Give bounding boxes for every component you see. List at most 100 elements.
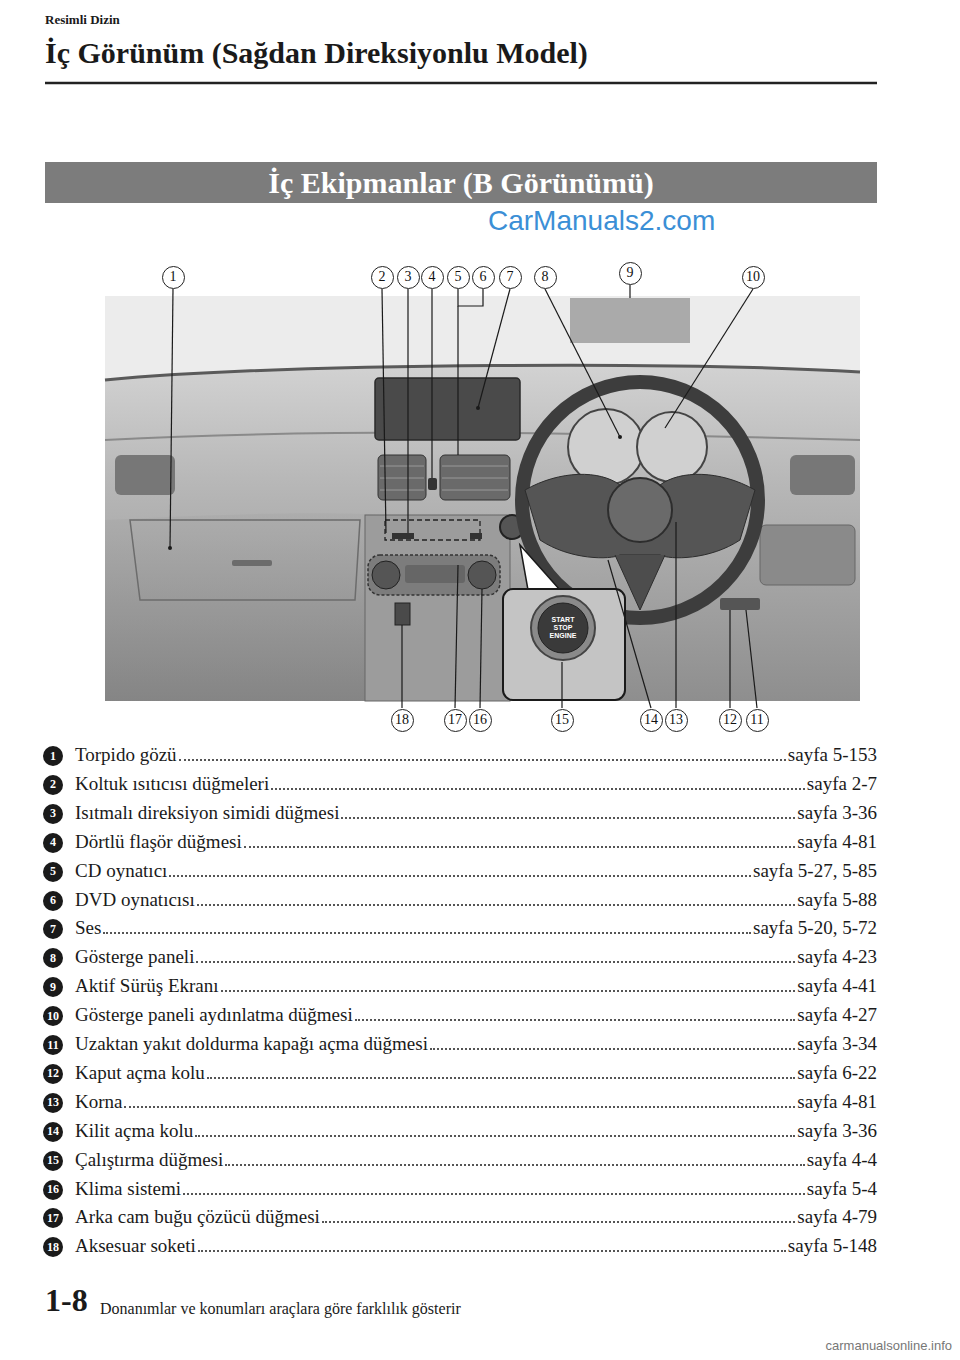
index-row: Kornasayfa 4-81: [75, 1090, 877, 1114]
item-name: Koltuk ısıtıcısı düğmeleri: [75, 772, 269, 796]
list-number: 9: [43, 977, 63, 997]
page-ref: sayfa 4-81: [797, 830, 877, 854]
callout-text: 12: [723, 712, 737, 728]
wheel-spokes: [525, 474, 755, 557]
index-row: Klima sistemisayfa 5-4: [75, 1177, 877, 1201]
index-row: Gösterge paneli sayfa 4-23: [75, 945, 877, 969]
vent: [790, 455, 855, 495]
page-ref: sayfa 3-36: [797, 801, 877, 825]
callout-text: 17: [448, 712, 462, 728]
head-up-display-area: [570, 298, 690, 343]
callout-number: 4: [421, 266, 444, 289]
list-number-text: 12: [47, 1066, 59, 1081]
page-ref: sayfa 4-23: [797, 945, 877, 969]
callout-number: 12: [719, 709, 742, 732]
page-ref: sayfa 5-88: [797, 888, 877, 912]
center-console: [365, 515, 510, 701]
leader-lines: [170, 285, 757, 708]
page-ref: sayfa 4-79: [797, 1205, 877, 1229]
callout-number: 17: [444, 709, 467, 732]
dot-leader: [124, 1105, 795, 1108]
glove-box: [130, 520, 360, 600]
wheel-hub: [608, 478, 672, 542]
list-number: 2: [43, 775, 63, 795]
list-number-text: 14: [47, 1124, 59, 1139]
dot-leader: [322, 1220, 796, 1223]
index-row: Aksesuar soketisayfa 5-148: [75, 1234, 877, 1258]
dot-leader: [198, 1249, 786, 1252]
knob: [372, 561, 400, 589]
item-name: Aksesuar soketi: [75, 1234, 196, 1258]
index-row: Kaput açma kolu sayfa 6-22: [75, 1061, 877, 1085]
list-number: 1: [43, 746, 63, 766]
index-row: Torpido gözüsayfa 5-153: [75, 743, 877, 767]
index-row: Dörtlü flaşör düğmesisayfa 4-81: [75, 830, 877, 854]
index-row: Sessayfa 5-20, 5-72: [75, 916, 877, 940]
list-number-text: 8: [50, 951, 56, 966]
page-title: İç Görünüm (Sağdan Direksiyonlu Model): [45, 36, 588, 70]
index-row: Çalıştırma düğmesi sayfa 4-4: [75, 1148, 877, 1172]
page-number: 1-8: [45, 1282, 88, 1319]
gauge: [637, 412, 707, 482]
list-number-text: 3: [50, 806, 56, 821]
gauge: [568, 409, 644, 485]
list-number-text: 4: [50, 835, 56, 850]
dot-leader: [179, 758, 786, 761]
callout-text: 16: [473, 712, 487, 728]
dot-leader: [169, 874, 751, 877]
callout-text: 13: [669, 712, 683, 728]
hazard-button: [428, 478, 437, 490]
list-number-text: 9: [50, 980, 56, 995]
page-ref: sayfa 4-4: [807, 1148, 877, 1172]
list-number: 6: [43, 891, 63, 911]
inset-pointer: [520, 545, 560, 590]
dot-leader: [196, 960, 795, 963]
page-ref: sayfa 3-34: [797, 1032, 877, 1056]
page-ref: sayfa 2-7: [807, 772, 877, 796]
list-number-text: 17: [47, 1211, 59, 1226]
page-ref: sayfa 6-22: [797, 1061, 877, 1085]
list-number: 7: [43, 919, 63, 939]
dot-leader: [355, 1018, 796, 1021]
callout-number: 11: [746, 709, 769, 732]
item-name: Çalıştırma düğmesi: [75, 1148, 223, 1172]
page-ref: sayfa 4-27: [797, 1003, 877, 1027]
page-ref: sayfa 5-27, 5-85: [753, 859, 877, 883]
list-number-text: 13: [47, 1095, 59, 1110]
callout-number: 8: [534, 266, 557, 289]
callout-number: 13: [665, 709, 688, 732]
index-row: Isıtmalı direksiyon simidi düğmesi sayfa …: [75, 801, 877, 825]
item-name: Isıtmalı direksiyon simidi düğmesi: [75, 801, 339, 825]
dot-leader: [341, 816, 795, 819]
callout-text: 6: [480, 269, 487, 285]
watermark: carmanualsonline.info: [826, 1338, 952, 1353]
callout-text: 3: [405, 269, 412, 285]
item-name: Kaput açma kolu: [75, 1061, 205, 1085]
callout-number: 10: [742, 266, 765, 289]
glove-handle: [232, 560, 272, 566]
list-number: 8: [43, 948, 63, 968]
dot-leader: [195, 1134, 795, 1137]
item-name: Gösterge paneli: [75, 945, 194, 969]
center-display: [375, 378, 520, 440]
list-number-text: 10: [47, 1009, 59, 1024]
list-number-text: 6: [50, 893, 56, 908]
section-name: Resimli Dizin: [45, 12, 120, 28]
item-name: Kilit açma kolu: [75, 1119, 193, 1143]
callout-text: 9: [627, 265, 634, 281]
callout-number: 5: [447, 266, 470, 289]
dot-leader: [103, 931, 751, 934]
header-rule: [45, 82, 877, 85]
page-ref: sayfa 3-36: [797, 1119, 877, 1143]
page-ref: sayfa 5-4: [807, 1177, 877, 1201]
dot-leader: [430, 1047, 795, 1050]
list-number-text: 18: [47, 1240, 59, 1255]
dot-leader: [207, 1076, 796, 1079]
callout-text: 18: [395, 712, 409, 728]
list-number: 12: [43, 1064, 63, 1084]
accessory-socket: [395, 603, 410, 625]
callout-number: 7: [499, 266, 522, 289]
list-number: 3: [43, 804, 63, 824]
page-ref: sayfa 5-153: [788, 743, 877, 767]
